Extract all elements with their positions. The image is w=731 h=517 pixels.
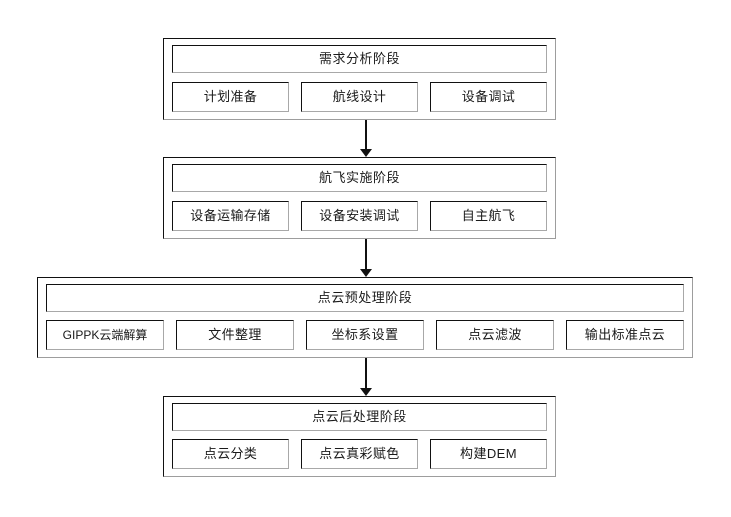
arrowhead-down-icon	[360, 388, 372, 396]
connector-arrow-0	[359, 120, 373, 157]
connector-arrow-2	[359, 358, 373, 396]
step-box: 设备安装调试	[301, 201, 418, 231]
step-row-1: 设备运输存储 设备安装调试 自主航飞	[172, 201, 547, 231]
step-box: 自主航飞	[430, 201, 547, 231]
step-box: 点云滤波	[436, 320, 554, 350]
step-row-0: 计划准备 航线设计 设备调试	[172, 82, 547, 112]
step-row-3: 点云分类 点云真彩赋色 构建DEM	[172, 439, 547, 469]
step-box: 点云真彩赋色	[301, 439, 418, 469]
connector-line	[365, 120, 367, 150]
step-box: 设备运输存储	[172, 201, 289, 231]
stage-title-1: 航飞实施阶段	[172, 164, 547, 192]
stage-block-0: 需求分析阶段 计划准备 航线设计 设备调试	[163, 38, 556, 120]
connector-line	[365, 239, 367, 270]
stage-title-0: 需求分析阶段	[172, 45, 547, 73]
stage-title-2: 点云预处理阶段	[46, 284, 684, 312]
stage-block-2: 点云预处理阶段 GIPPK云端解算 文件整理 坐标系设置 点云滤波 输出标准点云	[37, 277, 693, 358]
step-box: 设备调试	[430, 82, 547, 112]
connector-line	[365, 358, 367, 389]
stage-block-3: 点云后处理阶段 点云分类 点云真彩赋色 构建DEM	[163, 396, 556, 477]
connector-arrow-1	[359, 239, 373, 277]
step-box: 坐标系设置	[306, 320, 424, 350]
step-box: 计划准备	[172, 82, 289, 112]
step-row-2: GIPPK云端解算 文件整理 坐标系设置 点云滤波 输出标准点云	[46, 320, 684, 350]
stage-title-3: 点云后处理阶段	[172, 403, 547, 431]
step-box: 构建DEM	[430, 439, 547, 469]
step-box: 输出标准点云	[566, 320, 684, 350]
step-box: 点云分类	[172, 439, 289, 469]
step-box: 文件整理	[176, 320, 294, 350]
arrowhead-down-icon	[360, 149, 372, 157]
arrowhead-down-icon	[360, 269, 372, 277]
step-box: 航线设计	[301, 82, 418, 112]
step-box: GIPPK云端解算	[46, 320, 164, 350]
stage-block-1: 航飞实施阶段 设备运输存储 设备安装调试 自主航飞	[163, 157, 556, 239]
